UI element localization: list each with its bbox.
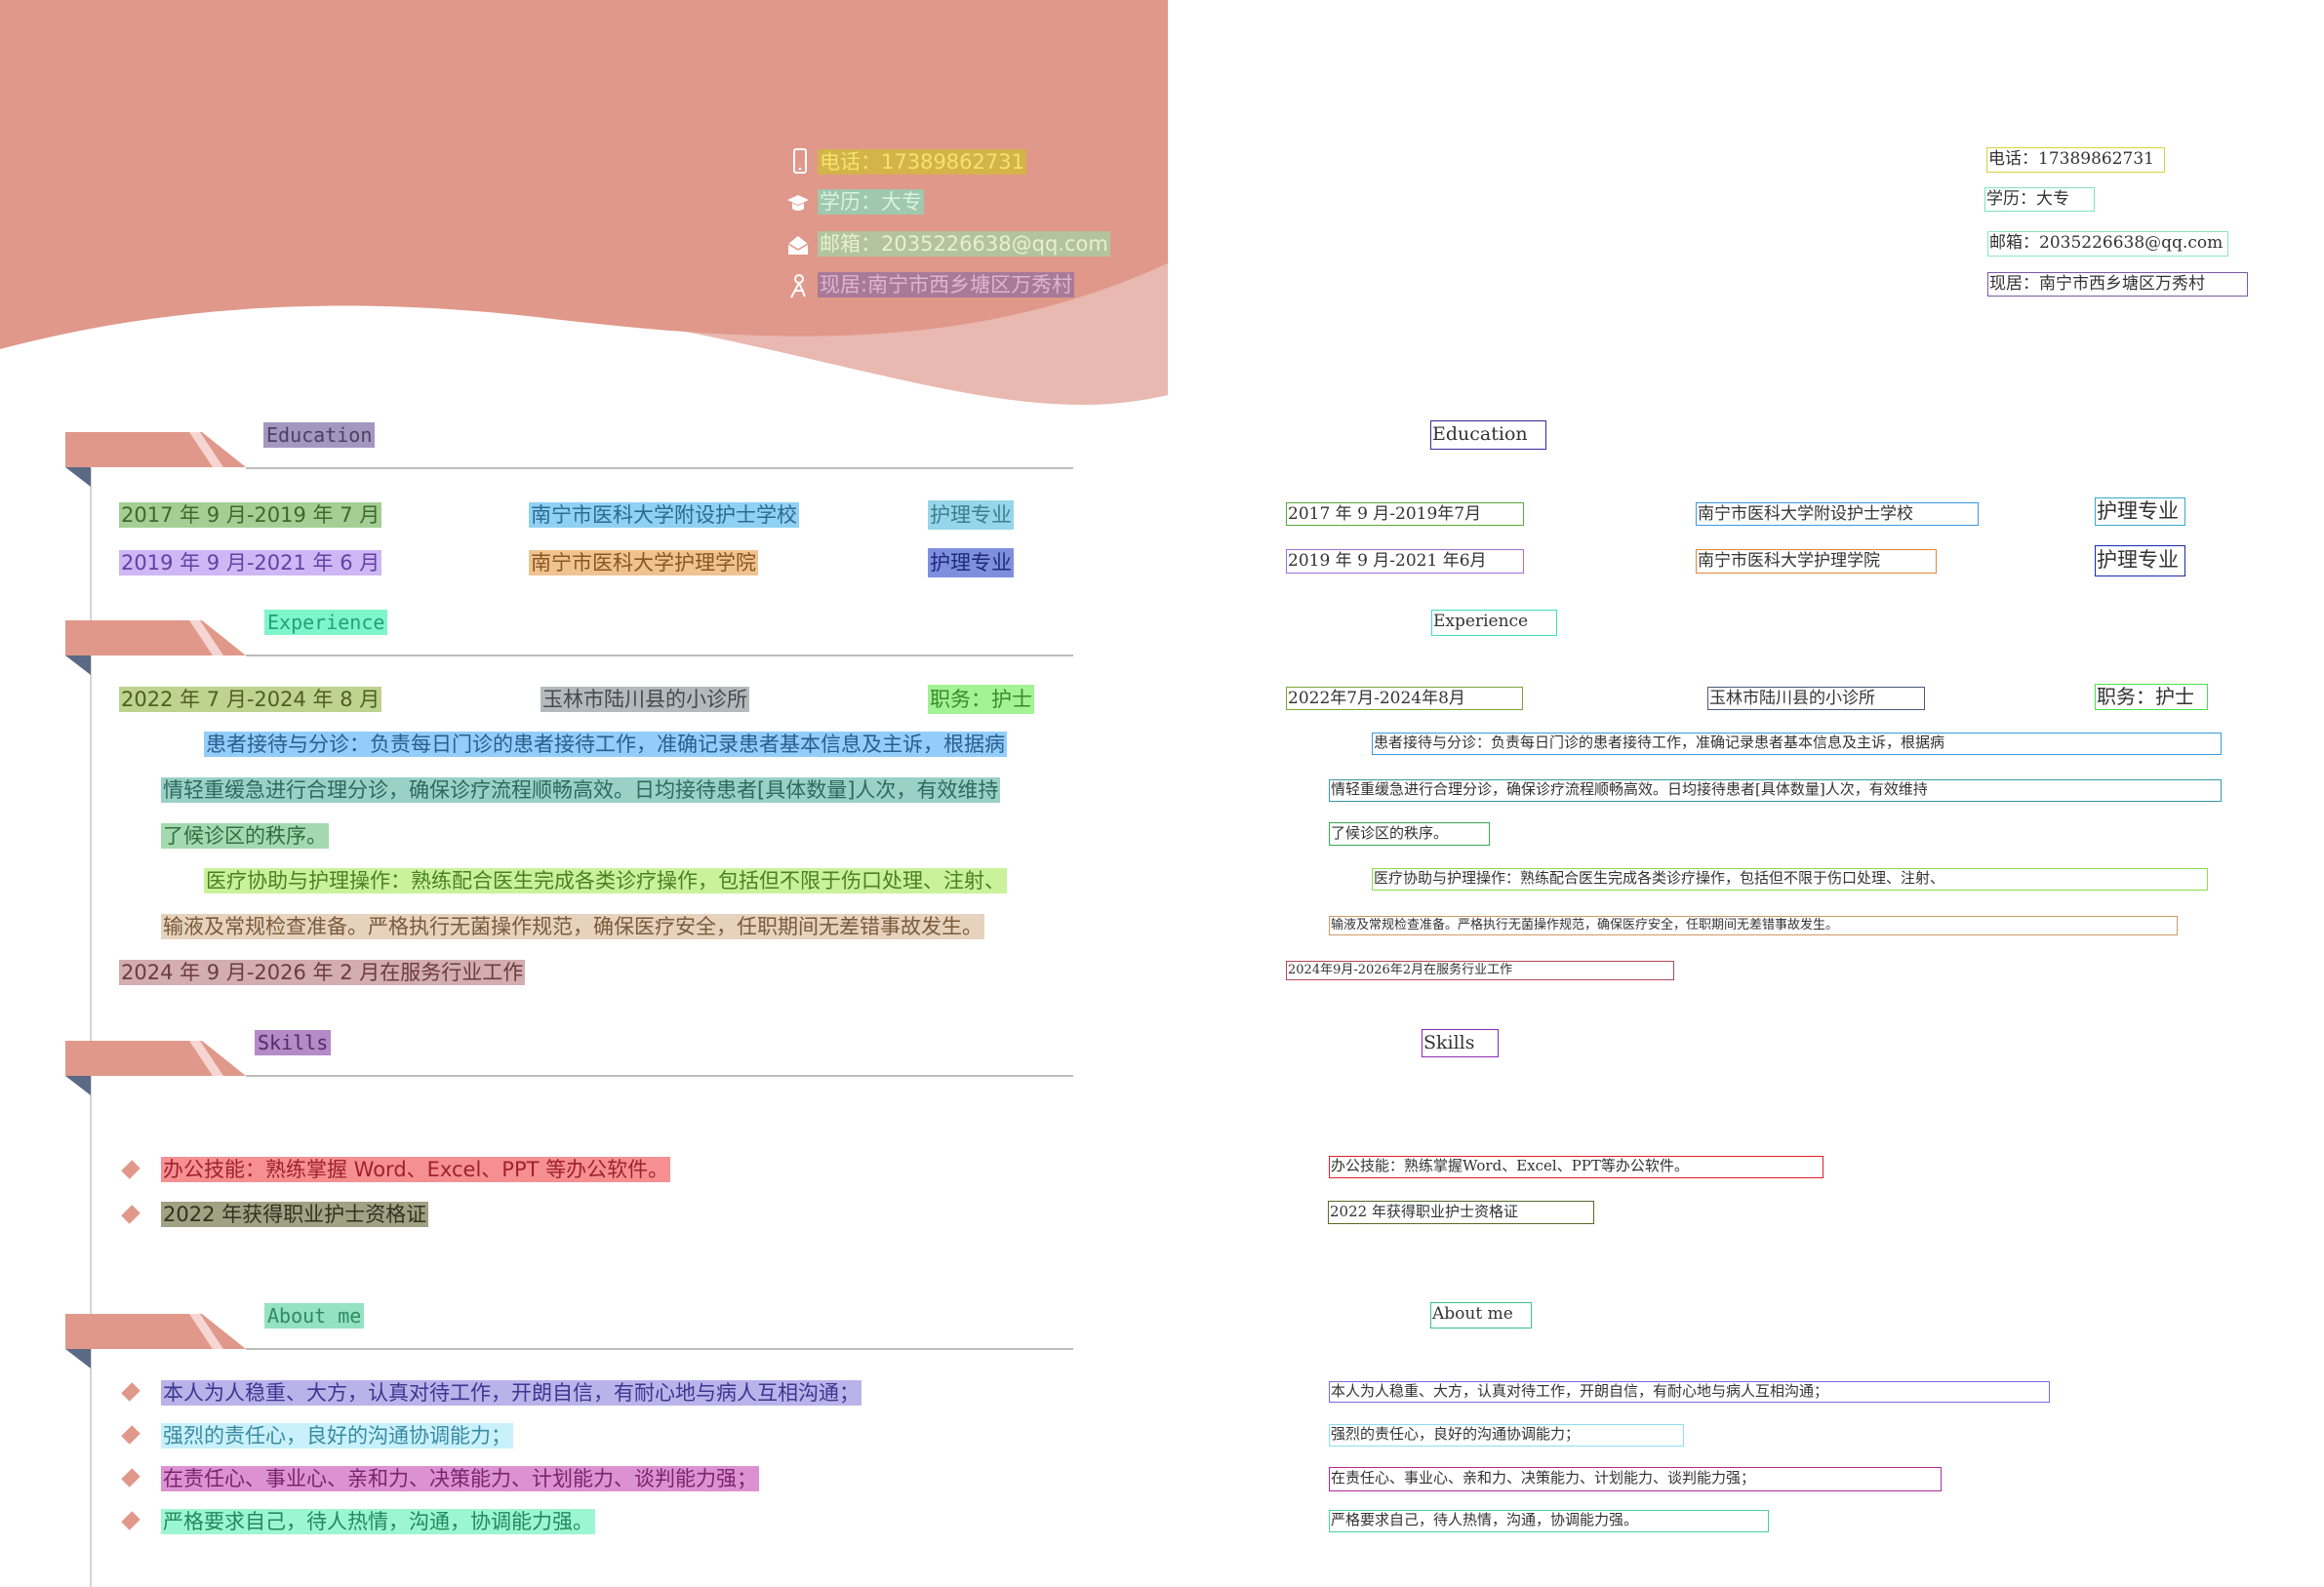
ocr-box-para: 2024年9月-2026年2月在服务行业工作 bbox=[1286, 961, 1674, 980]
ocr-box-para: 医疗协助与护理操作：熟练配合医生完成各类诊疗操作，包括但不限于伤口处理、注射、 bbox=[1372, 868, 2208, 891]
edu-row1-school: 南宁市医科大学附设护士学校 bbox=[529, 502, 799, 528]
diamond-bullet-icon bbox=[121, 1425, 140, 1445]
contact-phone: 电话：17389862731 bbox=[818, 149, 1026, 175]
exp-line: 2024 年 9 月-2026 年 2 月在服务行业工作 bbox=[119, 960, 526, 985]
exp-place: 玉林市陆川县的小诊所 bbox=[541, 687, 749, 712]
phone-icon bbox=[793, 148, 807, 174]
ocr-box-edu-r2-school: 南宁市医科大学护理学院 bbox=[1696, 549, 1937, 574]
section-band bbox=[65, 1041, 246, 1076]
diamond-bullet-icon bbox=[121, 1382, 140, 1402]
diamond-bullet-icon bbox=[121, 1511, 140, 1530]
section-divider bbox=[246, 467, 1073, 469]
about-item: 在责任心、事业心、亲和力、决策能力、计划能力、谈判能力强； bbox=[161, 1466, 759, 1491]
ocr-box-skill: 2022 年获得职业护士资格证 bbox=[1328, 1201, 1594, 1224]
section-divider bbox=[246, 1075, 1073, 1077]
fold-triangle bbox=[65, 1076, 91, 1095]
ocr-box-about: 强烈的责任心，良好的沟通协调能力； bbox=[1329, 1424, 1684, 1447]
ocr-box-edu-r1-major: 护理专业 bbox=[2095, 497, 2185, 526]
ocr-box-phone: 电话：17389862731 bbox=[1986, 147, 2165, 173]
fold-triangle bbox=[65, 1349, 91, 1369]
ocr-box-exp-date: 2022年7月-2024年8月 bbox=[1286, 687, 1523, 710]
ocr-box-education: 学历：大专 bbox=[1984, 187, 2095, 212]
ocr-box-exp-place: 玉林市陆川县的小诊所 bbox=[1707, 687, 1925, 710]
section-divider bbox=[246, 655, 1073, 656]
exp-line: 输液及常规检查准备。严格执行无菌操作规范，确保医疗安全，任职期间无差错事故发生。 bbox=[161, 914, 984, 939]
exp-line: 了候诊区的秩序。 bbox=[161, 823, 329, 849]
diamond-bullet-icon bbox=[121, 1205, 140, 1224]
ocr-box-para: 输液及常规检查准备。严格执行无菌操作规范，确保医疗安全，任职期间无差错事故发生。 bbox=[1329, 916, 2178, 935]
timeline-line bbox=[90, 468, 92, 1587]
section-band bbox=[65, 432, 246, 467]
edu-row2-school: 南宁市医科大学护理学院 bbox=[529, 550, 758, 575]
section-divider bbox=[246, 1348, 1073, 1350]
about-item: 严格要求自己，待人热情，沟通，协调能力强。 bbox=[161, 1509, 595, 1534]
location-pin-icon bbox=[790, 274, 806, 298]
ocr-box-edu-r2-major: 护理专业 bbox=[2095, 545, 2185, 576]
about-item: 本人为人稳重、大方，认真对待工作，开朗自信，有耐心地与病人互相沟通； bbox=[161, 1380, 861, 1406]
ocr-box-edu-r1-school: 南宁市医科大学附设护士学校 bbox=[1696, 502, 1979, 526]
fold-triangle bbox=[65, 467, 91, 487]
section-title: Skills bbox=[255, 1030, 332, 1055]
contact-email: 邮箱：2035226638@qq.com bbox=[818, 231, 1110, 257]
ocr-box-about: 在责任心、事业心、亲和力、决策能力、计划能力、谈判能力强； bbox=[1329, 1467, 1942, 1491]
edu-row1-major: 护理专业 bbox=[928, 500, 1014, 530]
diamond-bullet-icon bbox=[121, 1160, 140, 1179]
contact-address: 现居:南宁市西乡塘区万秀村 bbox=[818, 272, 1075, 298]
exp-dates: 2022 年 7 月-2024 年 8 月 bbox=[119, 687, 382, 712]
fold-triangle bbox=[65, 655, 91, 675]
section-title: Education bbox=[263, 422, 376, 448]
ocr-box-edu-r1-date: 2017 年 9 月-2019年7月 bbox=[1286, 502, 1524, 526]
ocr-box-about: 本人为人稳重、大方，认真对待工作，开朗自信，有耐心地与病人互相沟通； bbox=[1329, 1381, 2050, 1403]
ocr-box-edu-r2-date: 2019 年 9 月-2021 年6月 bbox=[1286, 549, 1524, 574]
ocr-box-about: 严格要求自己，待人热情，沟通，协调能力强。 bbox=[1329, 1510, 1769, 1532]
section-title: About me bbox=[264, 1303, 365, 1329]
ocr-box-exp-role: 职务：护士 bbox=[2095, 684, 2208, 710]
edu-row2-major: 护理专业 bbox=[928, 548, 1014, 577]
skill-item: 办公技能：熟练掌握 Word、Excel、PPT 等办公软件。 bbox=[161, 1157, 671, 1182]
exp-role: 职务：护士 bbox=[928, 685, 1034, 714]
envelope-icon bbox=[787, 236, 809, 255]
section-title: Experience bbox=[264, 610, 388, 635]
exp-line: 医疗协助与护理操作：熟练配合医生完成各类诊疗操作，包括但不限于伤口处理、注射、 bbox=[204, 868, 1007, 893]
graduation-cap-icon bbox=[787, 195, 809, 211]
ocr-box-exp-title: Experience bbox=[1431, 610, 1557, 636]
contact-education: 学历：大专 bbox=[818, 189, 924, 215]
ocr-box-address: 现居：南宁市西乡塘区万秀村 bbox=[1987, 272, 2248, 297]
section-band bbox=[65, 620, 246, 655]
ocr-box-about-title: About me bbox=[1430, 1302, 1532, 1329]
ocr-box-para: 了候诊区的秩序。 bbox=[1329, 822, 1490, 846]
header-wave bbox=[0, 0, 1168, 405]
ocr-box-email: 邮箱：2035226638@qq.com bbox=[1987, 231, 2228, 257]
ocr-box-para: 情轻重缓急进行合理分诊，确保诊疗流程顺畅高效。日均接待患者[具体数量]人次，有效… bbox=[1329, 779, 2222, 802]
edu-row1-dates: 2017 年 9 月-2019 年 7 月 bbox=[119, 502, 382, 528]
exp-line: 患者接待与分诊：负责每日门诊的患者接待工作，准确记录患者基本信息及主诉，根据病 bbox=[204, 732, 1007, 757]
ocr-box-edu-title: Education bbox=[1430, 420, 1546, 450]
about-item: 强烈的责任心，良好的沟通协调能力； bbox=[161, 1423, 513, 1448]
ocr-box-skill: 办公技能：熟练掌握Word、Excel、PPT等办公软件。 bbox=[1329, 1156, 1823, 1178]
exp-line: 情轻重缓急进行合理分诊，确保诊疗流程顺畅高效。日均接待患者[具体数量]人次，有效… bbox=[161, 777, 1001, 803]
skill-item: 2022 年获得职业护士资格证 bbox=[161, 1202, 429, 1227]
edu-row2-dates: 2019 年 9 月-2021 年 6 月 bbox=[119, 550, 382, 575]
ocr-box-para: 患者接待与分诊：负责每日门诊的患者接待工作，准确记录患者基本信息及主诉，根据病 bbox=[1372, 733, 2222, 755]
section-band bbox=[65, 1314, 246, 1349]
diamond-bullet-icon bbox=[121, 1468, 140, 1488]
ocr-box-skills-title: Skills bbox=[1422, 1029, 1499, 1057]
